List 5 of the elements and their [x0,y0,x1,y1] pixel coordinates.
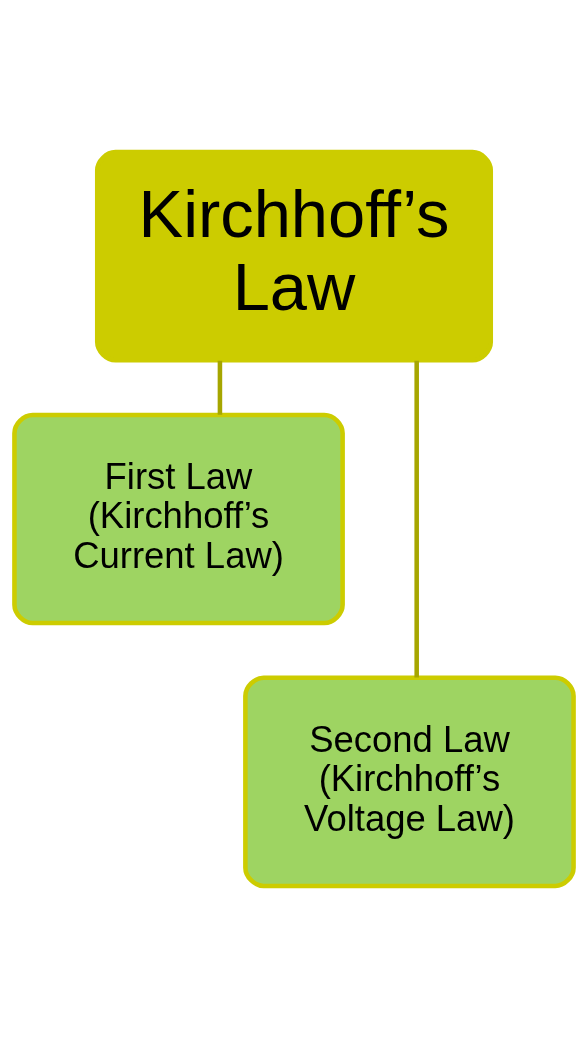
node-box: First Law (Kirchhoff’s Current Law) [12,412,345,626]
connector [414,360,419,678]
node-box: Kirchhoff’s Law [94,149,494,363]
connector [217,360,223,415]
node-box: Second Law (Kirchhoff’s Voltage Law) [243,675,576,889]
